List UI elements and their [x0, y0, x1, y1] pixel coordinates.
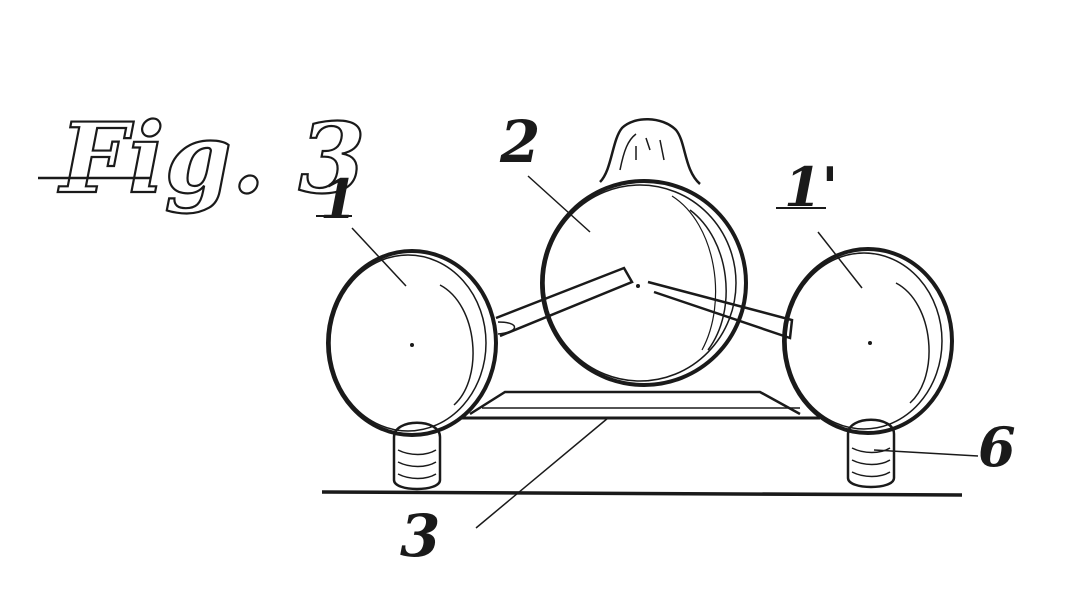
label-1: 1 [320, 167, 358, 231]
leader-line-6 [873, 449, 979, 457]
right-sphere [782, 247, 954, 435]
connecting-arms [495, 266, 794, 340]
leader-lines [351, 175, 979, 529]
right-foot [846, 418, 896, 489]
ground-line [321, 490, 963, 497]
leader-line-2 [527, 175, 591, 233]
label-3: 3 [400, 502, 440, 570]
center-sphere [540, 179, 748, 387]
label-2: 2 [499, 108, 540, 176]
label-6: 6 [978, 415, 1016, 479]
leader-line-3 [475, 417, 609, 529]
figure-title-text: Fig. 3 [57, 102, 365, 215]
top-knob [599, 118, 701, 185]
left-foot [392, 421, 442, 491]
label-1-prime: 1' [784, 155, 838, 219]
left-sphere [326, 249, 498, 437]
figure-title: Fig. 3 [38, 101, 366, 216]
base-frame [460, 390, 820, 420]
leader-line-1prime [817, 231, 863, 289]
leader-line-1 [351, 227, 407, 287]
